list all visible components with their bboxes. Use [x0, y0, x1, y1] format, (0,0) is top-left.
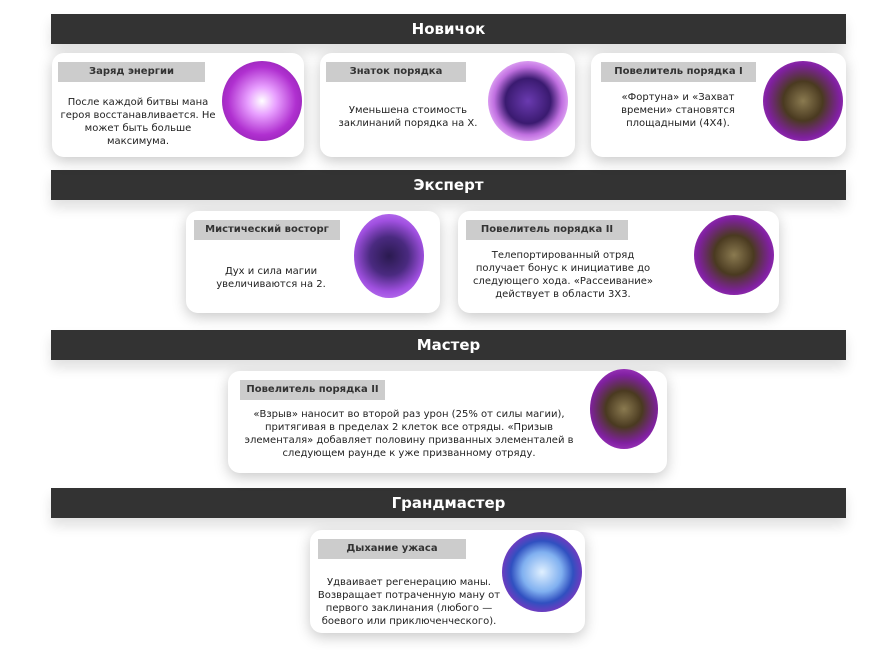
- tier-header-master: Мастер: [51, 330, 846, 360]
- skill-name: Повелитель порядка II: [240, 380, 385, 400]
- book-icon: [763, 61, 843, 141]
- skill-description: Удваивает регенерацию маны. Возвращает п…: [317, 577, 501, 627]
- skill-name: Дыхание ужаса: [318, 539, 466, 559]
- skill-card: Знаток порядка Уменьшена стоимость закли…: [320, 53, 575, 157]
- skill-card: Мистический восторг Дух и сила магии уве…: [186, 211, 440, 313]
- skill-card: Повелитель порядка II Телепортированный …: [458, 211, 779, 313]
- skill-description: После каждой битвы мана героя восстанавл…: [60, 97, 216, 147]
- skill-card: Заряд энергии После каждой битвы мана ге…: [52, 53, 304, 157]
- skill-name: Повелитель порядка I: [601, 62, 756, 82]
- tier-header-expert: Эксперт: [51, 170, 846, 200]
- fist-icon: [354, 214, 424, 298]
- moon-icon: [502, 532, 582, 612]
- skill-description: Уменьшена стоимость заклинаний порядка н…: [338, 105, 478, 129]
- skill-description: Телепортированный отряд получает бонус к…: [472, 250, 654, 300]
- skill-name: Повелитель порядка II: [466, 220, 628, 240]
- skill-description: «Фортуна» и «Захват времени» становятся …: [621, 92, 735, 129]
- skill-name: Знаток порядка: [326, 62, 466, 82]
- tier-header-grandmaster: Грандмастер: [51, 488, 846, 518]
- skill-card: Повелитель порядка II «Взрыв» наносит во…: [228, 369, 667, 473]
- skill-description: Дух и сила магии увеличиваются на 2.: [216, 266, 326, 290]
- skill-name: Заряд энергии: [58, 62, 205, 82]
- orb-icon: [488, 61, 568, 141]
- book-icon: [590, 369, 658, 449]
- skill-card: Повелитель порядка I «Фортуна» и «Захват…: [591, 53, 846, 157]
- tier-header-novice: Новичок: [51, 14, 846, 44]
- skill-card: Дыхание ужаса Удваивает регенерацию маны…: [310, 530, 585, 633]
- meditation-icon: [222, 61, 302, 141]
- skill-description: «Взрыв» наносит во второй раз урон (25% …: [244, 409, 574, 459]
- skill-name: Мистический восторг: [194, 220, 340, 240]
- book-icon: [694, 215, 774, 295]
